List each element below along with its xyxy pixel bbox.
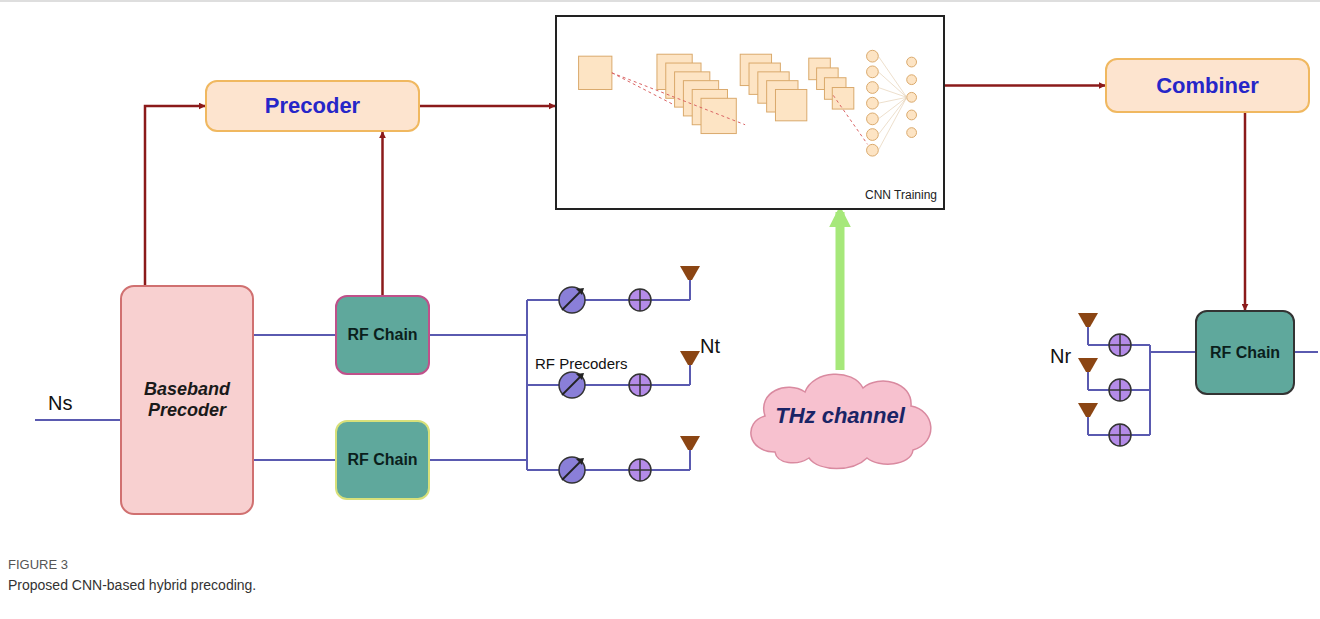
node-text: Baseband Precoder [128, 379, 246, 421]
rf-chain-box: RF Chain [335, 295, 430, 375]
connector [381, 132, 384, 295]
baseband-precoder-box: Baseband Precoder [120, 285, 254, 515]
node-text: RF Chain [1210, 344, 1280, 362]
node-text: Precoder [265, 93, 360, 119]
combiner-box: Combiner [1105, 58, 1310, 113]
rf-wire [430, 334, 527, 336]
node-text: RF Chain [347, 326, 417, 344]
top-rule [0, 1, 1320, 2]
cnn-training-box: CNN Training [555, 15, 945, 210]
node-text: Combiner [1156, 73, 1259, 99]
input-wire [35, 419, 120, 421]
connector [254, 459, 335, 461]
connector [1244, 113, 1247, 310]
stream-count: Ns [48, 392, 72, 415]
output-wire [1295, 351, 1318, 353]
part-name: RF Precoders [535, 355, 628, 372]
figure-caption: Proposed CNN-based hybrid precoding. [8, 577, 256, 593]
precoder-box: Precoder [205, 80, 420, 132]
cnn-illustration [557, 17, 943, 208]
connector [145, 106, 205, 285]
figure-number: FIGURE 3 [8, 557, 68, 572]
antenna-count: Nt [700, 335, 720, 358]
antenna-array [527, 266, 700, 483]
channel-cloud: THz channel [735, 360, 945, 472]
node-text: CNN Training [865, 188, 937, 202]
antenna-array [1078, 313, 1150, 446]
rf-chain-box: RF Chain [1195, 310, 1295, 395]
connector [836, 212, 845, 370]
connector [254, 334, 335, 336]
rf-wire [430, 459, 527, 461]
rx-wire [1150, 351, 1195, 353]
rf-chain-box: RF Chain [335, 420, 430, 500]
node-text: THz channel [775, 403, 905, 429]
node-text: RF Chain [347, 451, 417, 469]
antenna-count: Nr [1050, 345, 1071, 368]
connector [945, 84, 1105, 87]
connector [420, 105, 555, 108]
